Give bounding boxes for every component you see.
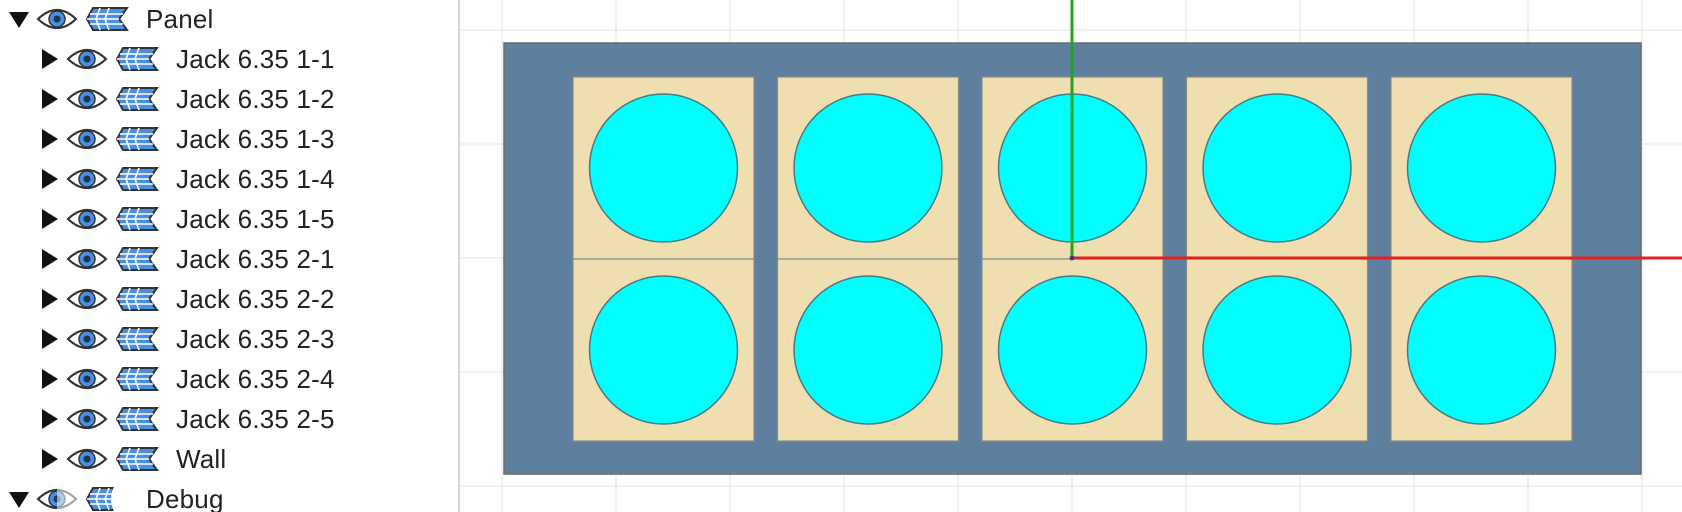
jack-hole [1202, 275, 1352, 425]
expand-triangle-icon[interactable] [36, 81, 62, 117]
eye-icon[interactable] [66, 364, 108, 394]
tree-item-label: Jack 6.35 2-4 [176, 363, 335, 394]
tree-item-label: Debug [146, 483, 224, 512]
expand-triangle-icon[interactable] [36, 241, 62, 277]
eye-icon[interactable] [66, 164, 108, 194]
tree-row-child-0[interactable]: Jack 6.35 1-1 [36, 41, 335, 77]
tree-row-child-9[interactable]: Jack 6.35 2-5 [36, 401, 335, 437]
tree-item-label: Wall [176, 443, 227, 474]
eye-icon[interactable] [66, 44, 108, 74]
expand-triangle-icon[interactable] [36, 161, 62, 197]
tree-item-label: Jack 6.35 1-1 [176, 43, 335, 74]
jack-hole [1406, 275, 1557, 425]
tree-item-label: Jack 6.35 2-1 [176, 243, 335, 274]
jack-hole [588, 275, 739, 425]
tree-row-child-3[interactable]: Jack 6.35 1-4 [36, 161, 335, 197]
viewport-svg[interactable] [460, 0, 1682, 512]
expand-triangle-icon[interactable] [36, 401, 62, 437]
expand-triangle-icon[interactable] [36, 321, 62, 357]
layers-half-icon[interactable] [84, 484, 130, 512]
tree-row-debug[interactable]: Debug [6, 481, 224, 512]
expand-triangle-icon[interactable] [36, 41, 62, 77]
tree-item-label: Jack 6.35 2-2 [176, 283, 335, 314]
eye-icon[interactable] [66, 444, 108, 474]
layers-icon[interactable] [114, 44, 160, 74]
eye-icon[interactable] [66, 324, 108, 354]
tree-item-label: Jack 6.35 2-3 [176, 323, 335, 354]
tree-item-label: Jack 6.35 1-2 [176, 83, 335, 114]
origin-marker [1069, 255, 1075, 261]
layers-icon[interactable] [84, 4, 130, 34]
tree-row-child-1[interactable]: Jack 6.35 1-2 [36, 81, 335, 117]
layers-icon[interactable] [114, 444, 160, 474]
expand-triangle-icon[interactable] [36, 361, 62, 397]
collapse-triangle-icon[interactable] [6, 481, 32, 512]
expand-triangle-icon[interactable] [36, 201, 62, 237]
eye-icon[interactable] [66, 284, 108, 314]
eye-icon[interactable] [66, 84, 108, 114]
viewport-canvas[interactable] [460, 0, 1682, 512]
panel-divider[interactable] [458, 0, 460, 512]
tree-row-child-2[interactable]: Jack 6.35 1-3 [36, 121, 335, 157]
eye-icon[interactable] [66, 244, 108, 274]
tree-row-child-8[interactable]: Jack 6.35 2-4 [36, 361, 335, 397]
jack-hole [588, 93, 739, 243]
tree-item-label: Jack 6.35 1-5 [176, 203, 335, 234]
layers-icon[interactable] [114, 364, 160, 394]
eye-icon[interactable] [36, 4, 78, 34]
layers-icon[interactable] [114, 204, 160, 234]
tree-row-child-7[interactable]: Jack 6.35 2-3 [36, 321, 335, 357]
layers-icon[interactable] [114, 244, 160, 274]
eye-icon[interactable] [66, 404, 108, 434]
tree-row-child-5[interactable]: Jack 6.35 2-1 [36, 241, 335, 277]
tree-row-child-4[interactable]: Jack 6.35 1-5 [36, 201, 335, 237]
eye-half-icon[interactable] [36, 484, 78, 512]
eye-icon[interactable] [66, 204, 108, 234]
tree-item-label: Panel [146, 3, 214, 34]
layers-icon[interactable] [114, 404, 160, 434]
layers-icon[interactable] [114, 164, 160, 194]
jack-hole [793, 93, 943, 243]
tree-item-label: Jack 6.35 1-4 [176, 163, 335, 194]
collapse-triangle-icon[interactable] [6, 1, 32, 37]
expand-triangle-icon[interactable] [36, 121, 62, 157]
layers-icon[interactable] [114, 84, 160, 114]
layers-icon[interactable] [114, 124, 160, 154]
tree-row-panel[interactable]: Panel [6, 1, 214, 37]
jack-hole [1406, 93, 1557, 243]
tree-item-label: Jack 6.35 1-3 [176, 123, 335, 154]
expand-triangle-icon[interactable] [36, 441, 62, 477]
tree-row-child-6[interactable]: Jack 6.35 2-2 [36, 281, 335, 317]
layers-icon[interactable] [114, 284, 160, 314]
eye-icon[interactable] [66, 124, 108, 154]
jack-hole [997, 275, 1148, 425]
jack-hole [1202, 93, 1352, 243]
jack-hole [793, 275, 943, 425]
tree-row-child-10[interactable]: Wall [36, 441, 226, 477]
expand-triangle-icon[interactable] [36, 281, 62, 317]
layers-icon[interactable] [114, 324, 160, 354]
tree-item-label: Jack 6.35 2-5 [176, 403, 335, 434]
